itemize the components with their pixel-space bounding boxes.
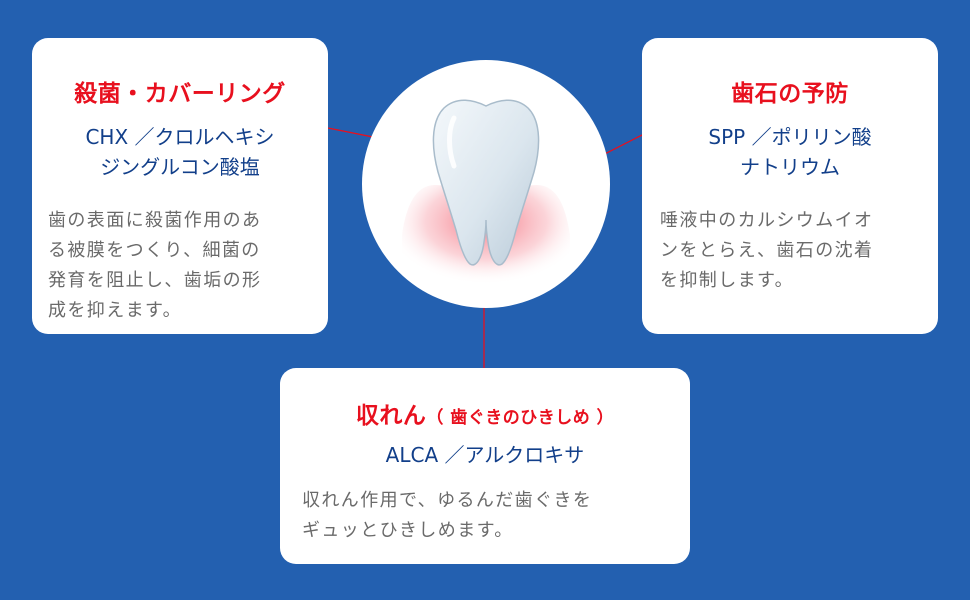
card-description: 唾液中のカルシウムイオ ンをとらえ、歯石の沈着 を抑制します。 <box>660 206 938 296</box>
card-title-sub: （ 歯ぐきのひきしめ ） <box>426 408 615 428</box>
description-line: 唾液中のカルシウムイオ <box>660 210 874 231</box>
card-title: 収れん（ 歯ぐきのひきしめ ） <box>280 396 690 430</box>
description-line: 成を抑えます。 <box>48 300 182 321</box>
ingredient-name: ALCA ／アルクロキサ <box>280 440 690 470</box>
description-line: る被膜をつくり、細菌の <box>48 240 261 261</box>
ingredient-line: CHX ／クロルヘキシ <box>85 125 275 149</box>
ingredient-line: ジングルコン酸塩 <box>100 155 260 179</box>
tooth-shape <box>432 99 540 266</box>
card-title: 歯石の予防 <box>731 81 849 107</box>
description-line: ギュッとひきしめます。 <box>302 520 514 541</box>
card-sterilization: 殺菌・カバーリング CHX ／クロルヘキシ ジングルコン酸塩 歯の表面に殺菌作用… <box>32 38 328 334</box>
ingredient-line: ナトリウム <box>740 155 840 179</box>
gum-shape <box>402 185 570 290</box>
ingredient-name: SPP ／ポリリン酸 ナトリウム <box>642 122 938 182</box>
ingredient-name: CHX ／クロルヘキシ ジングルコン酸塩 <box>32 122 328 182</box>
card-title-main: 収れん <box>355 403 427 429</box>
card-title: 殺菌・カバーリング <box>74 81 286 107</box>
ingredient-line: ALCA ／アルクロキサ <box>385 443 585 467</box>
description-line: ンをとらえ、歯石の沈着 <box>660 240 874 261</box>
description-line: を抑制します。 <box>660 270 794 291</box>
description-line: 歯の表面に殺菌作用のあ <box>48 210 262 231</box>
tooth-with-gum-icon <box>402 99 570 290</box>
description-line: 収れん作用で、ゆるんだ歯ぐきを <box>302 490 593 511</box>
description-line: 発育を阻止し、歯垢の形 <box>48 270 262 291</box>
tooth-illustration <box>362 60 610 308</box>
tooth-highlight <box>447 115 457 169</box>
card-description: 収れん作用で、ゆるんだ歯ぐきを ギュッとひきしめます。 <box>302 486 690 546</box>
card-description: 歯の表面に殺菌作用のあ る被膜をつくり、細菌の 発育を阻止し、歯垢の形 成を抑え… <box>48 206 328 326</box>
card-astringent: 収れん（ 歯ぐきのひきしめ ） ALCA ／アルクロキサ 収れん作用で、ゆるんだ… <box>280 368 690 564</box>
card-tartar-prevention: 歯石の予防 SPP ／ポリリン酸 ナトリウム 唾液中のカルシウムイオ ンをとらえ… <box>642 38 938 334</box>
ingredient-line: SPP ／ポリリン酸 <box>708 125 872 149</box>
